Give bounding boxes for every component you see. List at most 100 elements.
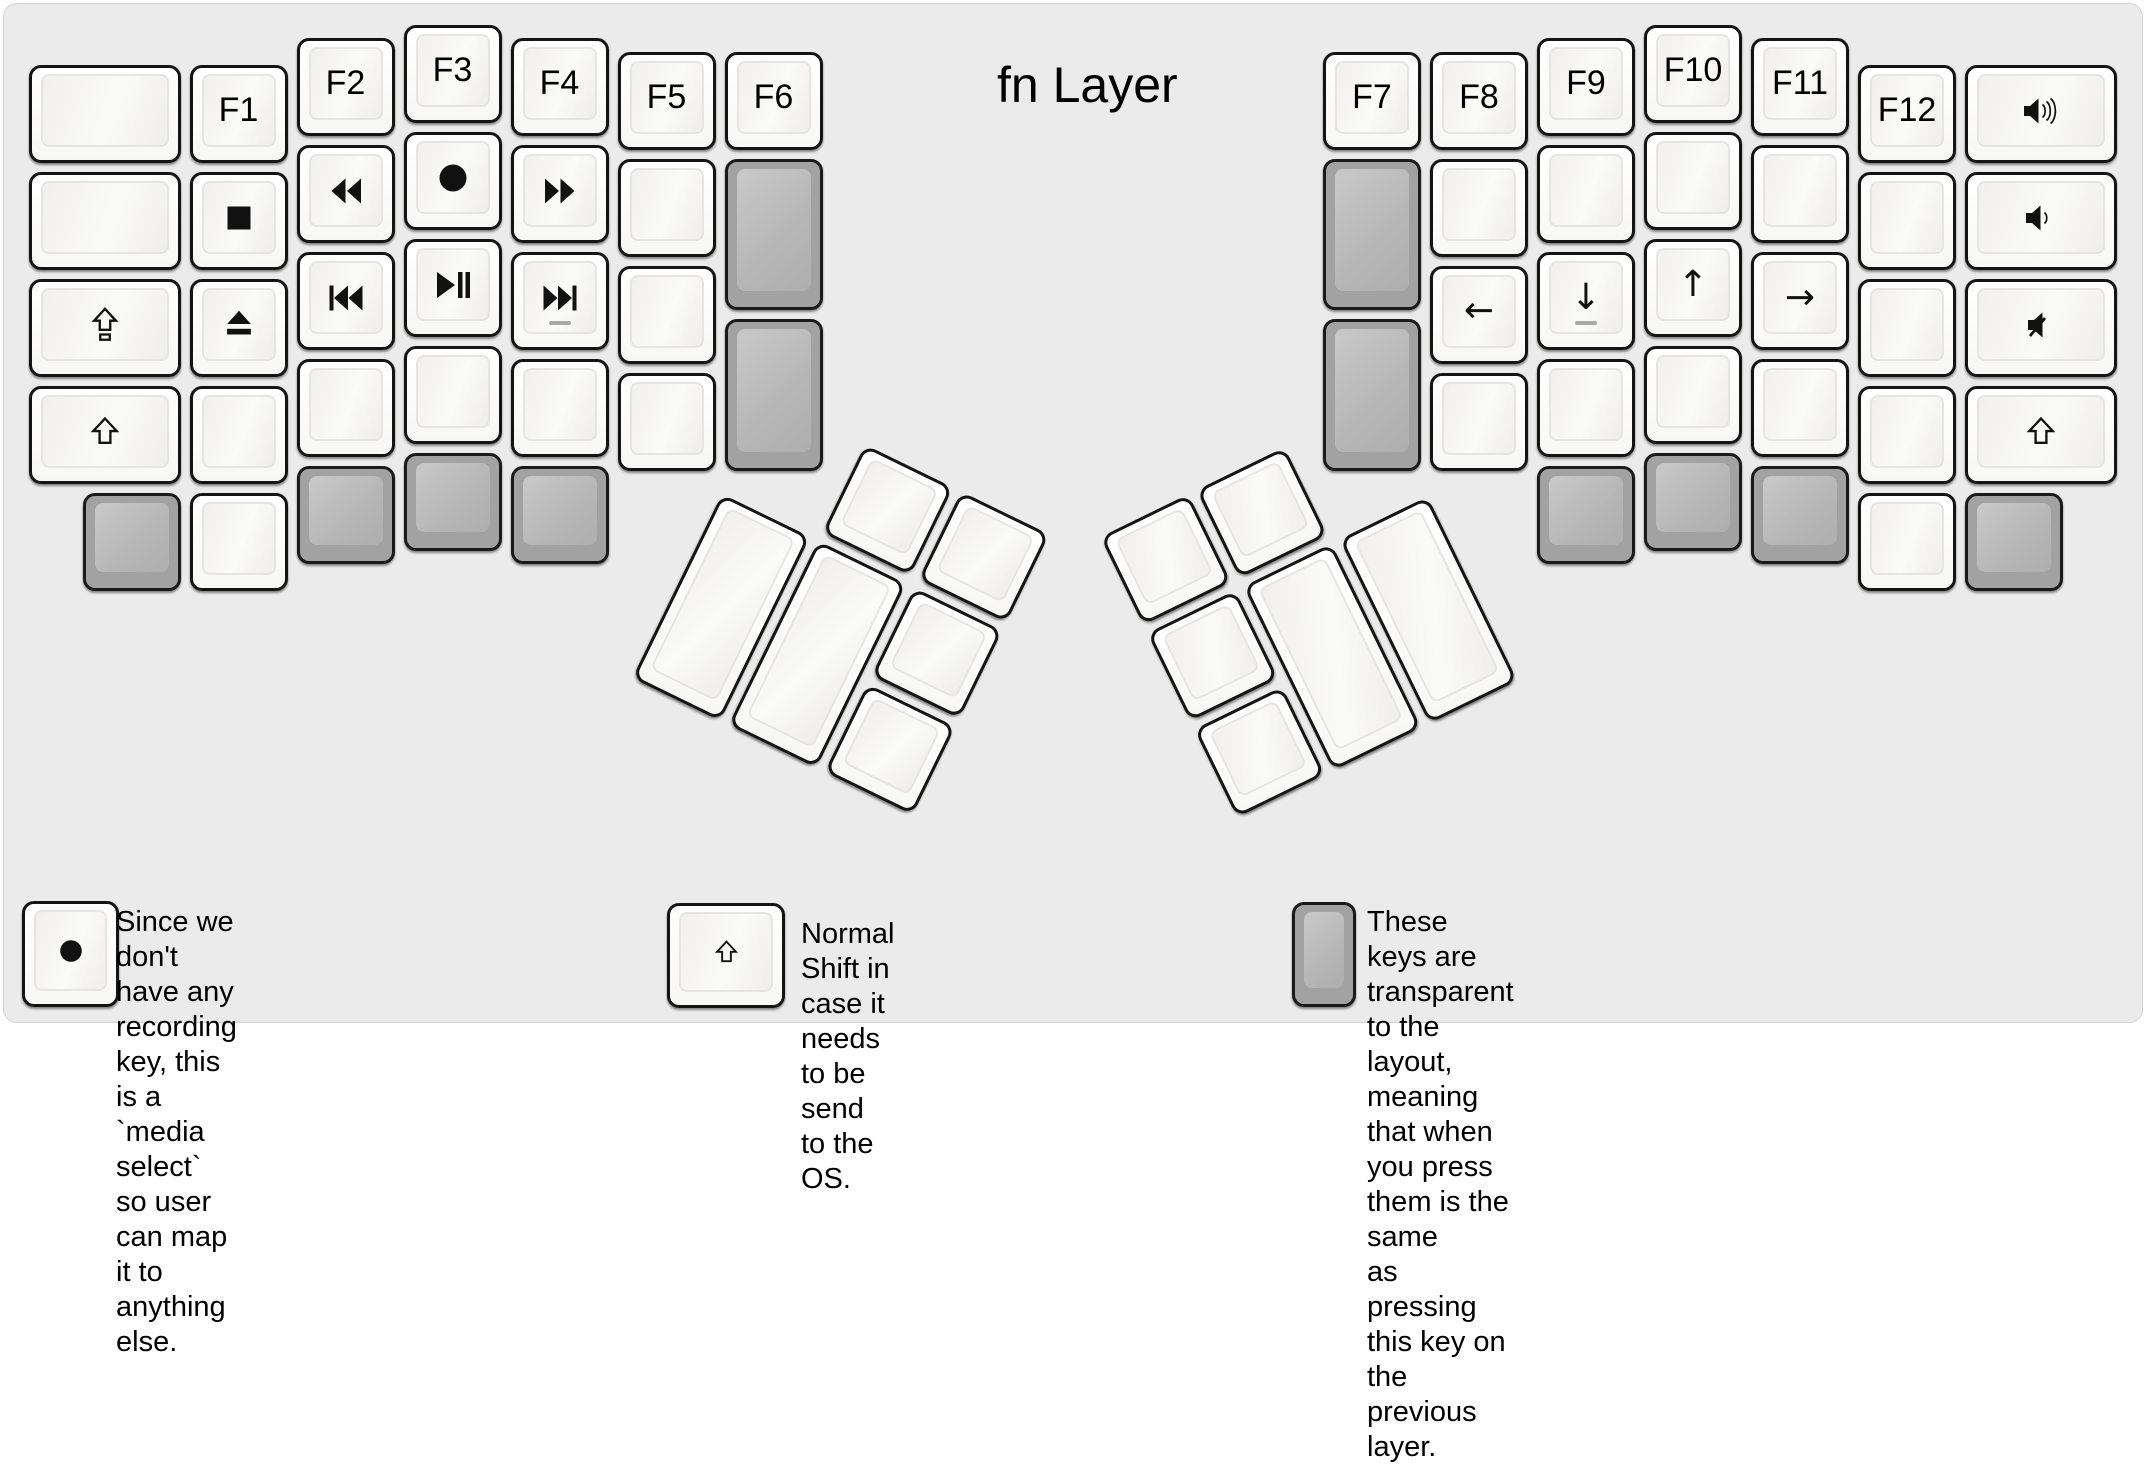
right-arrow-key[interactable]: → (1751, 252, 1849, 351)
key-label: F8 (1459, 77, 1499, 116)
volume-up-key[interactable] (1965, 65, 2117, 164)
blank-key[interactable] (296, 359, 395, 458)
keycap-surface: F11 (1763, 47, 1837, 121)
play-pause-icon (432, 265, 474, 305)
legend-text: These keys are transparent to the layout… (1367, 906, 1514, 1463)
keycap-surface: F8 (1442, 60, 1516, 134)
keycap-surface: F10 (1656, 34, 1730, 107)
transparent-key[interactable] (296, 466, 395, 565)
transparent-key[interactable] (82, 493, 181, 592)
caps-lock-key[interactable] (29, 279, 181, 378)
blank-key[interactable] (1858, 279, 1956, 378)
legend-sample-key (22, 901, 119, 1007)
blank-key[interactable] (1858, 493, 1956, 592)
keycap-surface (1870, 502, 1944, 576)
keycap-surface (1335, 168, 1409, 292)
transparent-key[interactable] (724, 319, 823, 471)
blank-key[interactable] (403, 346, 502, 444)
keycap-surface (41, 181, 169, 255)
f1-key[interactable]: F1 (189, 65, 288, 164)
rewind-key[interactable] (296, 145, 395, 244)
keycap-surface: F3 (415, 34, 490, 107)
f12-key[interactable]: F12 (1858, 65, 1956, 164)
volume-down-key[interactable] (1965, 172, 2117, 271)
mute-key[interactable] (1965, 279, 2117, 378)
keycap-surface: F9 (1549, 47, 1623, 121)
f2-key[interactable]: F2 (296, 38, 395, 137)
f6-key[interactable]: F6 (724, 51, 823, 150)
play-pause-key[interactable] (403, 239, 502, 337)
transparent-key[interactable] (724, 158, 823, 311)
keycap-surface (1304, 912, 1344, 988)
f11-key[interactable]: F11 (1751, 38, 1849, 137)
shift-icon (87, 414, 123, 450)
transparent-key[interactable] (510, 466, 609, 565)
shift-key[interactable] (1965, 386, 2117, 485)
keycap-surface (522, 368, 597, 442)
transparent-key[interactable] (1965, 493, 2063, 592)
f4-key[interactable]: F4 (510, 38, 609, 137)
blank-key[interactable] (1858, 172, 1956, 271)
transparent-key[interactable] (1323, 158, 1421, 311)
blank-key[interactable] (1644, 346, 1742, 444)
keycap-surface (1977, 503, 2051, 573)
blank-key[interactable] (510, 359, 609, 458)
rewind-icon (325, 171, 367, 211)
blank-key[interactable] (1537, 359, 1635, 458)
keycap-surface: F2 (308, 47, 383, 121)
blank-key[interactable] (617, 265, 716, 364)
keycap-surface (34, 910, 107, 991)
prev-track-key[interactable] (296, 252, 395, 351)
keycap-surface (1977, 74, 2105, 148)
shift-key[interactable] (29, 386, 181, 485)
f5-key[interactable]: F5 (617, 51, 716, 150)
blank-key[interactable] (617, 158, 716, 257)
f8-key[interactable]: F8 (1430, 51, 1528, 150)
blank-key[interactable] (1430, 158, 1528, 257)
f9-key[interactable]: F9 (1537, 38, 1635, 137)
stop-key[interactable] (189, 172, 288, 271)
transparent-key[interactable] (1751, 466, 1849, 565)
fast-forward-key[interactable] (510, 145, 609, 244)
key-label: F7 (1352, 77, 1392, 116)
blank-key[interactable] (1751, 145, 1849, 244)
blank-key[interactable] (1858, 386, 1956, 485)
down-arrow-key[interactable]: ↓ (1537, 252, 1635, 351)
mute-icon (2020, 305, 2062, 345)
keycap-surface (629, 274, 704, 348)
eject-key[interactable] (189, 279, 288, 378)
transparent-key[interactable] (1537, 466, 1635, 565)
keycap-surface (679, 912, 773, 992)
media-select-key[interactable] (403, 132, 502, 230)
left-arrow-key[interactable]: ← (1430, 265, 1528, 364)
keycap-surface (1161, 603, 1261, 702)
transparent-key[interactable] (1323, 319, 1421, 471)
key-label: F6 (753, 77, 794, 116)
right-arrow-icon: → (1784, 276, 1816, 318)
keycap-surface (1870, 181, 1944, 255)
blank-key[interactable] (1430, 372, 1528, 471)
volume-up-icon (2020, 91, 2062, 131)
blank-key[interactable] (1644, 132, 1742, 230)
key-label: F10 (1663, 51, 1723, 89)
blank-key[interactable] (1537, 145, 1635, 244)
blank-key[interactable] (617, 372, 716, 471)
keycap-surface (736, 329, 811, 452)
f3-key[interactable]: F3 (403, 25, 502, 123)
blank-key[interactable] (29, 65, 181, 164)
f10-key[interactable]: F10 (1644, 25, 1742, 123)
next-track-key[interactable] (510, 252, 609, 351)
layer-title: fn Layer (997, 57, 1178, 113)
blank-key[interactable] (29, 172, 181, 271)
keycap-surface: → (1763, 261, 1837, 335)
blank-key[interactable] (189, 386, 288, 485)
keycap-surface (201, 181, 276, 255)
blank-key[interactable] (1751, 359, 1849, 458)
transparent-key[interactable] (1644, 453, 1742, 551)
up-arrow-key[interactable]: ↑ (1644, 239, 1742, 337)
keycap-surface: ↓ (1549, 261, 1623, 335)
keycap-surface (522, 261, 597, 335)
blank-key[interactable] (189, 493, 288, 592)
transparent-key[interactable] (403, 453, 502, 551)
f7-key[interactable]: F7 (1323, 51, 1421, 150)
